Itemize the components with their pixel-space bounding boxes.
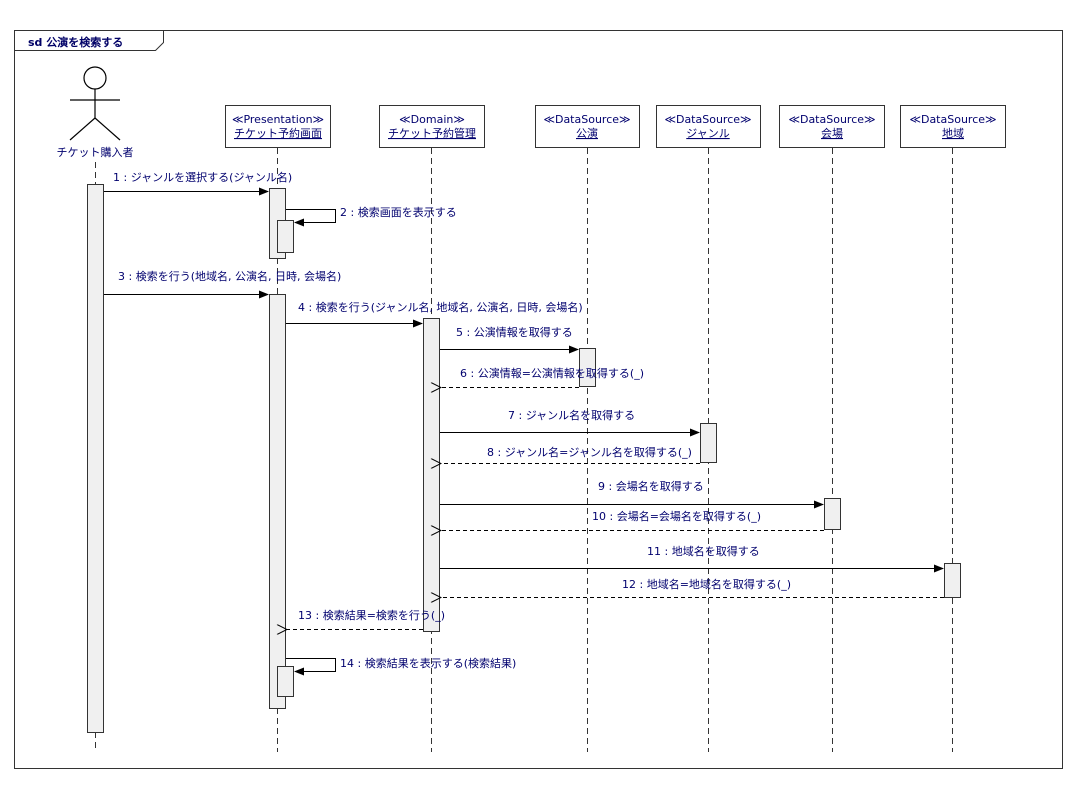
lifeline-stereotype: ≪DataSource≫ xyxy=(788,113,875,126)
message-label: 3 : 検索を行う(地域名, 公演名, 日時, 会場名) xyxy=(118,269,341,283)
message-label: 8 : ジャンル名=ジャンル名を取得する(_) xyxy=(487,445,692,459)
activation-genre xyxy=(700,423,717,463)
message-label: 4 : 検索を行う(ジャンル名, 地域名, 公演名, 日時, 会場名) xyxy=(298,300,583,314)
actor-head xyxy=(83,66,107,90)
lifeline-presentation[interactable]: ≪Presentation≫ チケット予約画面 xyxy=(225,105,331,148)
lifeline-stereotype: ≪DataSource≫ xyxy=(664,113,751,126)
diagram-frame xyxy=(14,30,1063,769)
message-10[interactable]: 10 : 会場名=会場名を取得する(_) xyxy=(441,509,824,531)
message-label: 2 : 検索画面を表示する xyxy=(340,205,457,219)
lifeline-name: 会場 xyxy=(821,127,843,140)
message-11[interactable]: 11 : 地域名を取得する xyxy=(440,544,944,573)
message-13[interactable]: 13 : 検索結果=検索を行う(_) xyxy=(287,608,445,630)
lifeline-datasource-genre[interactable]: ≪DataSource≫ ジャンル xyxy=(656,105,761,148)
actor-leg-left xyxy=(69,117,96,141)
activation-kaijou xyxy=(824,498,841,530)
lifeline-stereotype: ≪Domain≫ xyxy=(399,113,465,126)
lifeline-stereotype: ≪Presentation≫ xyxy=(232,113,324,126)
activation-presentation-self-1 xyxy=(277,220,294,253)
message-label: 1 : ジャンルを選択する(ジャンル名) xyxy=(113,170,292,184)
frame-title: sd 公演を検索する xyxy=(28,35,123,49)
lifeline-head xyxy=(225,105,331,148)
message-6[interactable]: 6 : 公演情報=公演情報を取得する(_) xyxy=(441,366,644,388)
lifeline-head xyxy=(779,105,885,148)
actor-ticket-buyer[interactable]: チケット購入者 xyxy=(57,66,134,159)
message-12[interactable]: 12 : 地域名=地域名を取得する(_) xyxy=(441,577,944,598)
message-14[interactable]: 14 : 検索結果を表示する(検索結果) xyxy=(286,656,516,676)
message-2[interactable]: 2 : 検索画面を表示する xyxy=(286,205,457,227)
lifeline-stereotype: ≪DataSource≫ xyxy=(909,113,996,126)
actor-name: チケット購入者 xyxy=(57,145,134,159)
lifeline-name: 公演 xyxy=(576,126,598,140)
activation-actor xyxy=(87,184,104,733)
lifeline-name: チケット予約管理 xyxy=(388,126,476,140)
message-arrow xyxy=(286,209,336,227)
message-4[interactable]: 4 : 検索を行う(ジャンル名, 地域名, 公演名, 日時, 会場名) xyxy=(286,300,583,328)
message-5[interactable]: 5 : 公演情報を取得する xyxy=(440,325,579,354)
message-label: 11 : 地域名を取得する xyxy=(647,544,760,558)
actor-leg-right xyxy=(94,117,121,141)
lifeline-stereotype: ≪DataSource≫ xyxy=(543,113,630,126)
message-label: 7 : ジャンル名を取得する xyxy=(508,408,635,422)
lifeline-datasource-chiiki[interactable]: ≪DataSource≫ 地域 xyxy=(900,105,1006,148)
activation-presentation-2 xyxy=(269,294,286,709)
activation-kouen xyxy=(579,348,596,387)
lifeline-name: ジャンル xyxy=(686,127,729,140)
lifeline-head xyxy=(379,105,485,148)
message-label: 5 : 公演情報を取得する xyxy=(456,325,573,339)
lifeline-head xyxy=(900,105,1006,148)
message-9[interactable]: 9 : 会場名を取得する xyxy=(440,479,824,509)
activation-presentation-self-2 xyxy=(277,666,294,697)
message-label: 10 : 会場名=会場名を取得する(_) xyxy=(592,509,761,523)
lifeline-name: 地域 xyxy=(942,127,964,140)
message-label: 6 : 公演情報=公演情報を取得する(_) xyxy=(460,366,644,380)
lifeline-head xyxy=(656,105,761,148)
lifeline-name: チケット予約画面 xyxy=(234,126,322,140)
message-arrow xyxy=(286,658,336,676)
frame-title-tab xyxy=(14,30,164,51)
activation-chiiki xyxy=(944,563,961,598)
lifeline-datasource-kouen[interactable]: ≪DataSource≫ 公演 xyxy=(535,105,640,148)
message-label: 9 : 会場名を取得する xyxy=(598,479,704,493)
message-7[interactable]: 7 : ジャンル名を取得する xyxy=(440,408,700,437)
activation-domain xyxy=(423,318,440,632)
lifeline-head xyxy=(535,105,640,148)
message-3[interactable]: 3 : 検索を行う(地域名, 公演名, 日時, 会場名) xyxy=(104,269,341,299)
message-1[interactable]: 1 : ジャンルを選択する(ジャンル名) xyxy=(104,170,292,196)
message-label: 14 : 検索結果を表示する(検索結果) xyxy=(340,656,516,670)
message-label: 13 : 検索結果=検索を行う(_) xyxy=(298,608,445,622)
message-label: 12 : 地域名=地域名を取得する(_) xyxy=(622,577,791,591)
lifeline-domain[interactable]: ≪Domain≫ チケット予約管理 xyxy=(379,105,485,148)
message-8[interactable]: 8 : ジャンル名=ジャンル名を取得する(_) xyxy=(441,445,700,464)
lifeline-datasource-kaijou[interactable]: ≪DataSource≫ 会場 xyxy=(779,105,885,148)
